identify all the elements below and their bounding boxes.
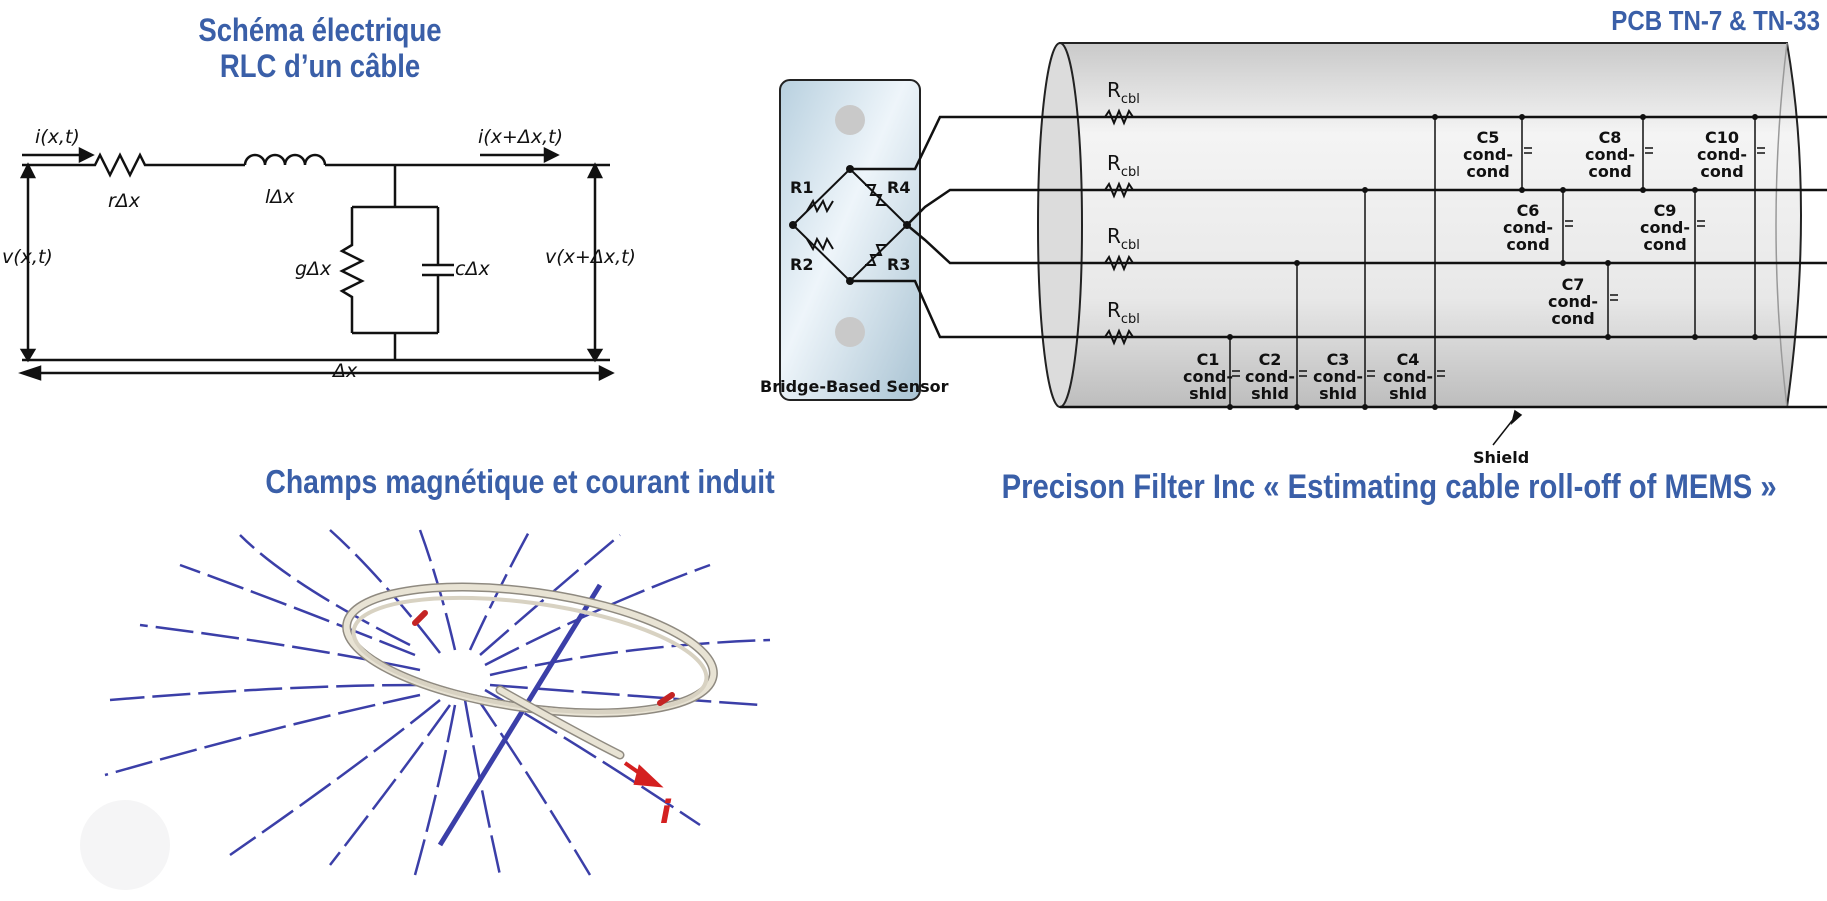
rlc-circuit-diagram: i(x,t) i(x+Δx,t) v(x,t) v(x+Δx,t) rΔx lΔ… xyxy=(2,126,636,382)
shunt-branch xyxy=(339,165,454,360)
rcbl-label-2: Rcbl xyxy=(1107,151,1140,180)
rcbl-label-4: Rcbl xyxy=(1107,298,1140,327)
rlc-title: Schéma électrique RLC d’un câble xyxy=(174,12,466,84)
capacitor-label: cΔx xyxy=(455,258,490,280)
cable-conductors xyxy=(850,115,1827,409)
inductor-symbol xyxy=(243,153,610,167)
resistor-r3-label: R3 xyxy=(887,255,910,274)
rcbl-label-3: Rcbl xyxy=(1107,224,1140,253)
field-axis-line xyxy=(437,583,603,847)
shield-label: Shield xyxy=(1473,448,1529,467)
pcb-reference-title: PCB TN-7 & TN-33 xyxy=(1611,5,1820,36)
current-out-label: i(x+Δx,t) xyxy=(478,126,563,148)
current-i-label: i xyxy=(660,793,672,831)
current-arrow xyxy=(623,761,664,788)
top-wire xyxy=(22,152,245,178)
rlc-title-line2: RLC d’un câble xyxy=(219,48,421,84)
magnetic-field-title: Champs magnétique et courant induit xyxy=(265,463,775,500)
coiled-wire xyxy=(342,582,718,760)
bridge-sensor-body xyxy=(779,79,921,401)
sensor-label: Bridge-Based Sensor xyxy=(760,377,949,396)
resistor-r1-label: R1 xyxy=(790,178,813,197)
rcbl-label-1: Rcbl xyxy=(1107,78,1140,107)
precision-filter-title: Precison Filter Inc « Estimating cable r… xyxy=(1001,468,1777,506)
resistor-r2-label: R2 xyxy=(790,255,813,274)
conductance-label: gΔx xyxy=(295,258,332,280)
current-in-label: i(x,t) xyxy=(35,126,80,148)
sensor-cable-diagram: R1 R4 R2 R3 Bridge-Based Sensor Rcbl Rcb… xyxy=(760,42,1827,467)
magnetic-field-illustration: i xyxy=(80,529,771,890)
resistor-r4-label: R4 xyxy=(887,178,910,197)
voltage-out-label: v(x+Δx,t) xyxy=(545,246,636,268)
rlc-title-line1: Schéma électrique xyxy=(198,12,442,48)
capacitor-network xyxy=(1229,117,1765,407)
voltage-in-label: v(x,t) xyxy=(2,246,53,268)
cable-cylinder xyxy=(1037,42,1802,408)
length-label: Δx xyxy=(331,360,358,382)
resistor-label: rΔx xyxy=(108,190,141,212)
inductor-label: lΔx xyxy=(265,186,295,208)
